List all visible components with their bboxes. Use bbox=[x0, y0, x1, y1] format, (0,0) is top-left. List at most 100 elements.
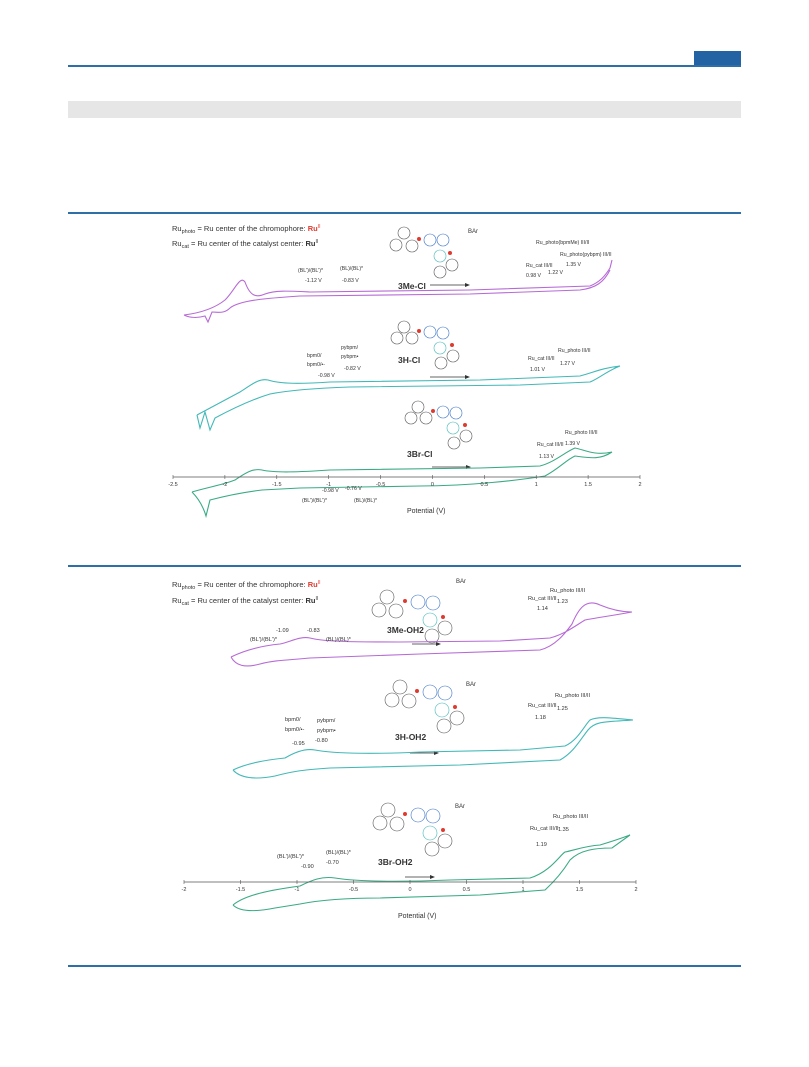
svg-text:pybpm•: pybpm• bbox=[317, 728, 336, 734]
scan-direction-arrow-icon bbox=[412, 642, 441, 646]
compound-a2: 3H-Cl bbox=[398, 355, 420, 365]
x-tick-label: -2 bbox=[222, 482, 227, 488]
cv-labels-b2: bpm0/ bpm0/•- -0.95 pybpm/ pybpm• -0.80 … bbox=[285, 693, 591, 747]
molecule-icon-b1 bbox=[371, 589, 453, 644]
x-tick-label: 1.5 bbox=[576, 887, 584, 893]
svg-text:(BL)/(BL)*: (BL)/(BL)* bbox=[326, 637, 352, 643]
x-tick-label: -1.5 bbox=[272, 482, 281, 488]
table-header-band bbox=[68, 101, 741, 118]
x-tick-label: -1 bbox=[326, 482, 331, 488]
svg-text:1.18: 1.18 bbox=[535, 715, 546, 721]
cv-trace-a3 bbox=[191, 447, 613, 519]
legend-a-photo: Ruphoto = Ru center of the chromophore: … bbox=[172, 224, 321, 235]
x-tick-label: -1 bbox=[295, 887, 300, 893]
cv-labels-a2: bpm0/ bpm0/•- -0.98 V pybpm/ pybpm• -0.8… bbox=[307, 345, 591, 379]
x-tick-label: -0.5 bbox=[349, 887, 358, 893]
x-tick-label: 0.5 bbox=[481, 482, 489, 488]
svg-text:bpm0/: bpm0/ bbox=[307, 353, 322, 359]
legend-a-cat: Rucat = Ru center of the catalyst center… bbox=[172, 239, 318, 250]
header-rule bbox=[68, 65, 741, 67]
molecule-icon-a3 bbox=[404, 400, 473, 450]
svg-text:-0.76 V: -0.76 V bbox=[345, 486, 362, 492]
svg-text:-0.80: -0.80 bbox=[315, 738, 328, 744]
compound-b2: 3H-OH2 bbox=[395, 732, 426, 742]
svg-text:1.14: 1.14 bbox=[537, 606, 548, 612]
counterion-label: BAr bbox=[456, 579, 466, 585]
scan-direction-arrow-icon bbox=[430, 375, 470, 379]
x-tick-label: -2 bbox=[182, 887, 187, 893]
x-tick-label: 1 bbox=[521, 887, 524, 893]
svg-text:-0.98 V: -0.98 V bbox=[322, 488, 339, 494]
svg-text:(BL)/(BL)*: (BL)/(BL)* bbox=[326, 850, 352, 856]
svg-text:-1.12 V: -1.12 V bbox=[305, 278, 322, 284]
compound-b3: 3Br-OH2 bbox=[378, 857, 413, 867]
svg-text:1.35: 1.35 bbox=[558, 827, 569, 833]
scan-direction-arrow-icon bbox=[405, 875, 435, 879]
svg-text:Ru_cat III/II: Ru_cat III/II bbox=[528, 356, 555, 362]
svg-text:bpm0/•-: bpm0/•- bbox=[285, 727, 305, 733]
svg-text:1.19: 1.19 bbox=[536, 842, 547, 848]
svg-text:1.23: 1.23 bbox=[557, 599, 568, 605]
figure-a-top-rule bbox=[68, 212, 741, 214]
svg-text:-0.95: -0.95 bbox=[292, 741, 305, 747]
svg-text:Ru_photo III/II: Ru_photo III/II bbox=[550, 588, 586, 594]
svg-text:(BL')/(BL')*: (BL')/(BL')* bbox=[298, 268, 323, 274]
svg-text:-0.82 V: -0.82 V bbox=[344, 366, 361, 372]
svg-text:1.25: 1.25 bbox=[557, 706, 568, 712]
svg-text:-0.70: -0.70 bbox=[326, 860, 339, 866]
scan-direction-arrow-icon bbox=[430, 283, 470, 287]
svg-text:(BL')/(BL')*: (BL')/(BL')* bbox=[250, 637, 278, 643]
svg-text:1.39 V: 1.39 V bbox=[565, 441, 581, 447]
legend-b-photo: Ruphoto = Ru center of the chromophore: … bbox=[172, 580, 321, 591]
svg-text:Ru_photo III/II: Ru_photo III/II bbox=[553, 814, 589, 820]
cv-trace-b2 bbox=[232, 717, 634, 779]
figure-b-bottom-rule bbox=[68, 965, 741, 967]
x-axis-ticks-b: -2 -1.5 -1 -0.5 0 0.5 1 1.5 2 bbox=[182, 880, 638, 893]
molecule-icon-b3 bbox=[372, 802, 453, 857]
svg-text:pybpm/: pybpm/ bbox=[341, 345, 359, 351]
svg-text:1.27 V: 1.27 V bbox=[560, 361, 576, 367]
cv-labels-b1: -1.09 (BL')/(BL')* -0.83 (BL)/(BL)* Ru_c… bbox=[250, 588, 586, 643]
svg-text:Ru_photo III/II: Ru_photo III/II bbox=[555, 693, 591, 699]
svg-text:Ru_cat III/II: Ru_cat III/II bbox=[528, 703, 557, 709]
svg-text:1.35 V: 1.35 V bbox=[566, 262, 582, 268]
x-tick-label: 1.5 bbox=[584, 482, 592, 488]
x-tick-label: 1 bbox=[535, 482, 538, 488]
cv-labels-a3: -0.98 V (BL')/(BL')* -0.76 V (BL)/(BL)* … bbox=[302, 430, 598, 504]
svg-text:1.22 V: 1.22 V bbox=[548, 270, 564, 276]
svg-text:Ru_photo(pybpm) III/II: Ru_photo(pybpm) III/II bbox=[560, 252, 612, 258]
svg-text:Ru_photo(bpmMe) III/II: Ru_photo(bpmMe) III/II bbox=[536, 240, 589, 246]
molecule-icon-b2 bbox=[384, 679, 465, 734]
counterion-label: BAr bbox=[455, 804, 465, 810]
svg-text:(BL')/(BL')*: (BL')/(BL')* bbox=[302, 498, 327, 504]
cv-labels-b3: (BL')/(BL')* -0.90 (BL)/(BL)* -0.70 Ru_c… bbox=[277, 814, 589, 870]
x-tick-label: 0.5 bbox=[463, 887, 471, 893]
x-tick-label: -1.5 bbox=[236, 887, 245, 893]
figure-a: Ruphoto = Ru center of the chromophore: … bbox=[168, 224, 642, 519]
compound-a3: 3Br-Cl bbox=[407, 449, 433, 459]
svg-text:Ru_photo III/II: Ru_photo III/II bbox=[565, 430, 598, 436]
svg-text:-0.83: -0.83 bbox=[307, 628, 320, 634]
svg-text:pybpm/: pybpm/ bbox=[317, 718, 336, 724]
svg-text:bpm0/•-: bpm0/•- bbox=[307, 362, 325, 368]
cv-trace-b3 bbox=[232, 834, 631, 912]
x-tick-label: 2 bbox=[634, 887, 637, 893]
svg-text:(BL')/(BL')*: (BL')/(BL')* bbox=[277, 854, 305, 860]
cv-labels-a1: (BL')/(BL')* -1.12 V (BL)/(BL)* -0.83 V … bbox=[298, 240, 612, 284]
svg-text:1.13 V: 1.13 V bbox=[539, 454, 555, 460]
svg-text:-1.09: -1.09 bbox=[276, 628, 289, 634]
x-axis-label-b: Potential (V) bbox=[398, 913, 437, 920]
cv-trace-a1 bbox=[183, 259, 613, 324]
svg-text:Ru_cat III/II: Ru_cat III/II bbox=[526, 263, 553, 269]
cv-trace-b1 bbox=[230, 602, 633, 667]
svg-text:pybpm•: pybpm• bbox=[341, 354, 359, 360]
x-axis-label-a: Potential (V) bbox=[407, 508, 446, 515]
compound-b1: 3Me-OH2 bbox=[387, 625, 424, 635]
molecule-icon-a1 bbox=[389, 226, 459, 279]
compound-a1: 3Me-Cl bbox=[398, 281, 426, 291]
svg-text:-0.98 V: -0.98 V bbox=[318, 373, 335, 379]
svg-text:bpm0/: bpm0/ bbox=[285, 717, 301, 723]
x-tick-label: 0 bbox=[408, 887, 411, 893]
